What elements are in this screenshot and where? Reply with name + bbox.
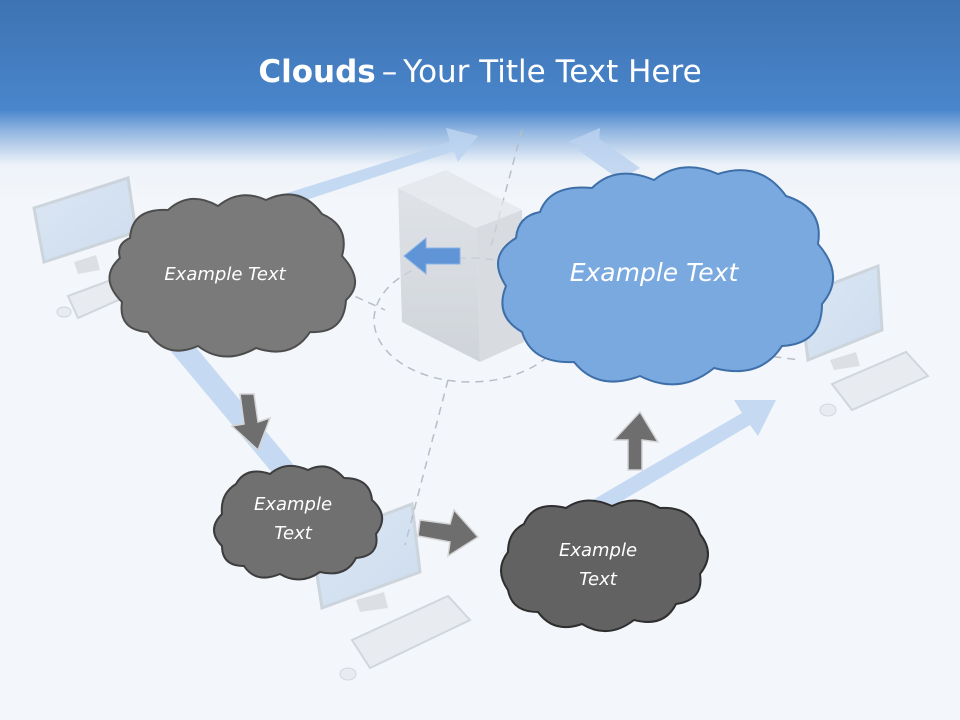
server-arrow (403, 236, 461, 276)
step-arrows (230, 393, 660, 558)
cloud-label-bottom-right-line1: Example (558, 540, 638, 561)
cloud-label-bottom-right: Example Text (528, 536, 668, 594)
step-arrow-right (417, 508, 480, 558)
title-separator: – (381, 54, 398, 90)
cloud-label-top-left: Example Text (164, 264, 286, 285)
step-arrow-up (612, 410, 660, 471)
page-title: Clouds–Your Title Text Here (0, 54, 960, 90)
cloud-bottom-left (213, 464, 383, 581)
cloud-bottom-right (500, 499, 709, 632)
cloud-top-left (108, 193, 356, 358)
step-arrow-down (230, 393, 272, 452)
title-rest: Your Title Text Here (403, 54, 702, 90)
header-band (0, 0, 960, 200)
cloud-label-bottom-left-line2: Text (274, 523, 312, 544)
cloud-label-bottom-left-line1: Example (253, 494, 333, 515)
title-bold: Clouds (258, 54, 376, 90)
flow-arrow-top-right-head (568, 128, 600, 154)
cloud-label-bottom-right-line2: Text (579, 569, 617, 590)
cloud-label-bottom-left: Example Text (228, 490, 358, 548)
flow-arrow-top-left (265, 128, 478, 212)
cloud-top-right (497, 166, 835, 386)
cloud-label-top-right: Example Text (569, 258, 739, 287)
